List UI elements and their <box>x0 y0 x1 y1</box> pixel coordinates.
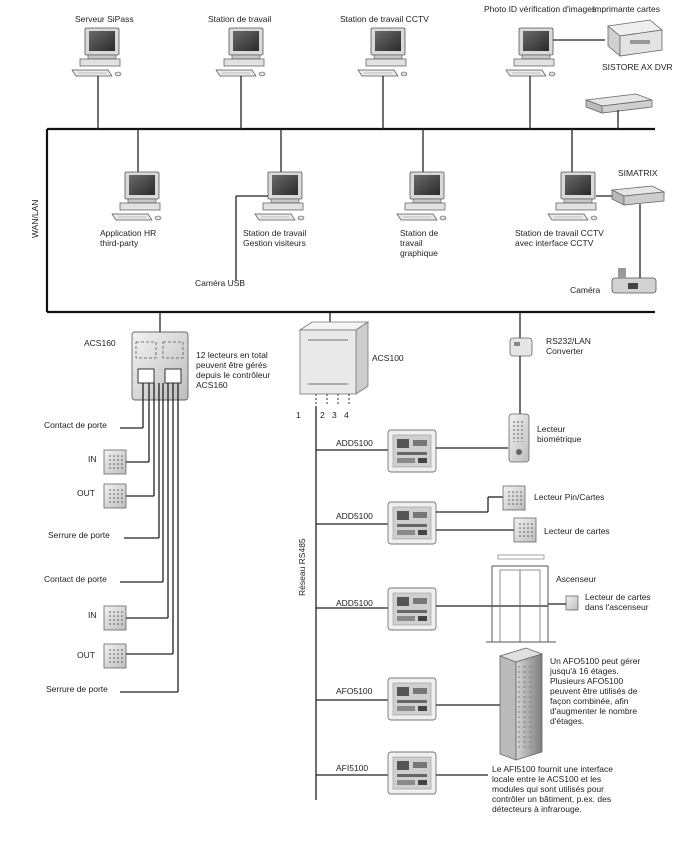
card-reader: Lecteur de cartes <box>513 517 610 543</box>
workstation-cctv: Station de travail CCTV <box>340 14 429 129</box>
biometric-label: Lecteur biométrique <box>537 424 582 444</box>
port-label: 3 <box>332 410 337 420</box>
reader-out-2: OUT <box>77 643 173 669</box>
port-label: 4 <box>344 410 349 420</box>
workstation-station: Station de travail <box>208 14 271 129</box>
port-label: 2 <box>320 410 325 420</box>
afo-note: Un AFO5100 peut gérer jusqu'à 16 étages.… <box>549 656 643 726</box>
workstation-sipass-server: Serveur SiPass <box>71 14 134 129</box>
workstation-photo-id: Photo ID vérification d'images <box>484 4 605 129</box>
door-lock-2: Serrure de porte <box>46 684 178 694</box>
simatrix-label: SIMATRIX <box>618 168 658 178</box>
door-contact-1: Contact de porte <box>44 420 143 430</box>
module-add5100-1: ADD5100 <box>316 429 508 473</box>
workstation-label: Station de travail CCTV <box>340 14 429 24</box>
module-label: AFI5100 <box>336 763 368 773</box>
item-label: Contact de porte <box>44 420 107 430</box>
workstation-label: Serveur SiPass <box>75 14 134 24</box>
usb-camera-label: Caméra USB <box>195 278 245 288</box>
module-add5100-2: ADD5100 <box>316 496 514 545</box>
workstation-hr-app: Application HR third-party <box>100 129 162 248</box>
workstation-visitor-management: Station de travail Gestion visiteurs <box>235 129 309 280</box>
workstation-label: Station de travail CCTV avec interface C… <box>515 228 606 248</box>
module-afo5100: AFO5100 <box>316 677 508 721</box>
port-label: 1 <box>296 410 301 420</box>
acs100-label: ACS100 <box>372 353 404 363</box>
workstation-graphic: Station de travail graphique <box>396 129 447 258</box>
item-label: Contact de porte <box>44 574 107 584</box>
item-label: Serrure de porte <box>48 530 110 540</box>
pin-reader-label: Lecteur Pin/Cartes <box>534 492 604 502</box>
workstation-label: Photo ID vérification d'images <box>484 4 596 14</box>
module-label: AFO5100 <box>336 686 373 696</box>
module-label: ADD5100 <box>336 438 373 448</box>
converter-label: RS232/LAN Converter <box>546 336 593 356</box>
elevator: Ascenseur Lecteur de cartes dans l'ascen… <box>486 554 653 643</box>
reader-out-1: OUT <box>77 483 154 509</box>
workstation-cctv-interface: Station de travail CCTV avec interface C… <box>515 129 615 248</box>
reader-in-1: IN <box>88 449 149 475</box>
camera-device <box>611 268 657 294</box>
acs160-note: 12 lecteurs en total peuvent être gérés … <box>196 350 273 390</box>
elevator-label: Ascenseur <box>556 574 596 584</box>
workstation-label: Station de travail <box>208 14 271 24</box>
camera-label: Caméra <box>570 285 601 295</box>
item-label: OUT <box>77 488 95 498</box>
simatrix-device <box>610 185 666 268</box>
workstation-label: Station de travail graphique <box>400 228 441 258</box>
rs232-lan-converter: RS232/LAN Converter <box>509 312 593 414</box>
building <box>498 647 544 761</box>
dvr-label: SISTORE AX DVR <box>602 62 673 72</box>
acs160-controller <box>131 331 189 401</box>
elevator-reader-label: Lecteur de cartes dans l'ascenseur <box>585 592 653 612</box>
afi-note: Le AFI5100 fournit une interface locale … <box>492 764 615 814</box>
door-contact-2: Contact de porte <box>44 574 163 584</box>
module-add5100-3: ADD5100 <box>316 587 548 631</box>
printer-label: Imprimante cartes <box>592 4 660 14</box>
workstation-label: Application HR third-party <box>100 228 159 248</box>
workstation-label: Station de travail Gestion visiteurs <box>243 228 309 248</box>
acs160-label: ACS160 <box>84 338 116 348</box>
rs485-label: Réseau RS485 <box>297 538 307 596</box>
module-afi5100: AFI5100 <box>316 751 488 795</box>
module-label: ADD5100 <box>336 598 373 608</box>
reader-in-2: IN <box>88 605 168 631</box>
door-lock-1: Serrure de porte <box>48 530 159 540</box>
item-label: Serrure de porte <box>46 684 108 694</box>
card-printer: Imprimante cartes <box>592 4 663 57</box>
item-label: IN <box>88 610 97 620</box>
item-label: OUT <box>77 650 95 660</box>
biometric-reader: Lecteur biométrique <box>508 413 582 463</box>
module-label: ADD5100 <box>336 511 373 521</box>
pin-card-reader: Lecteur Pin/Cartes <box>502 485 604 511</box>
item-label: IN <box>88 454 97 464</box>
acs100-controller <box>298 321 370 395</box>
dvr-device <box>585 93 653 129</box>
wan-lan-label: WAN/LAN <box>30 200 40 238</box>
card-reader-label: Lecteur de cartes <box>544 526 610 536</box>
